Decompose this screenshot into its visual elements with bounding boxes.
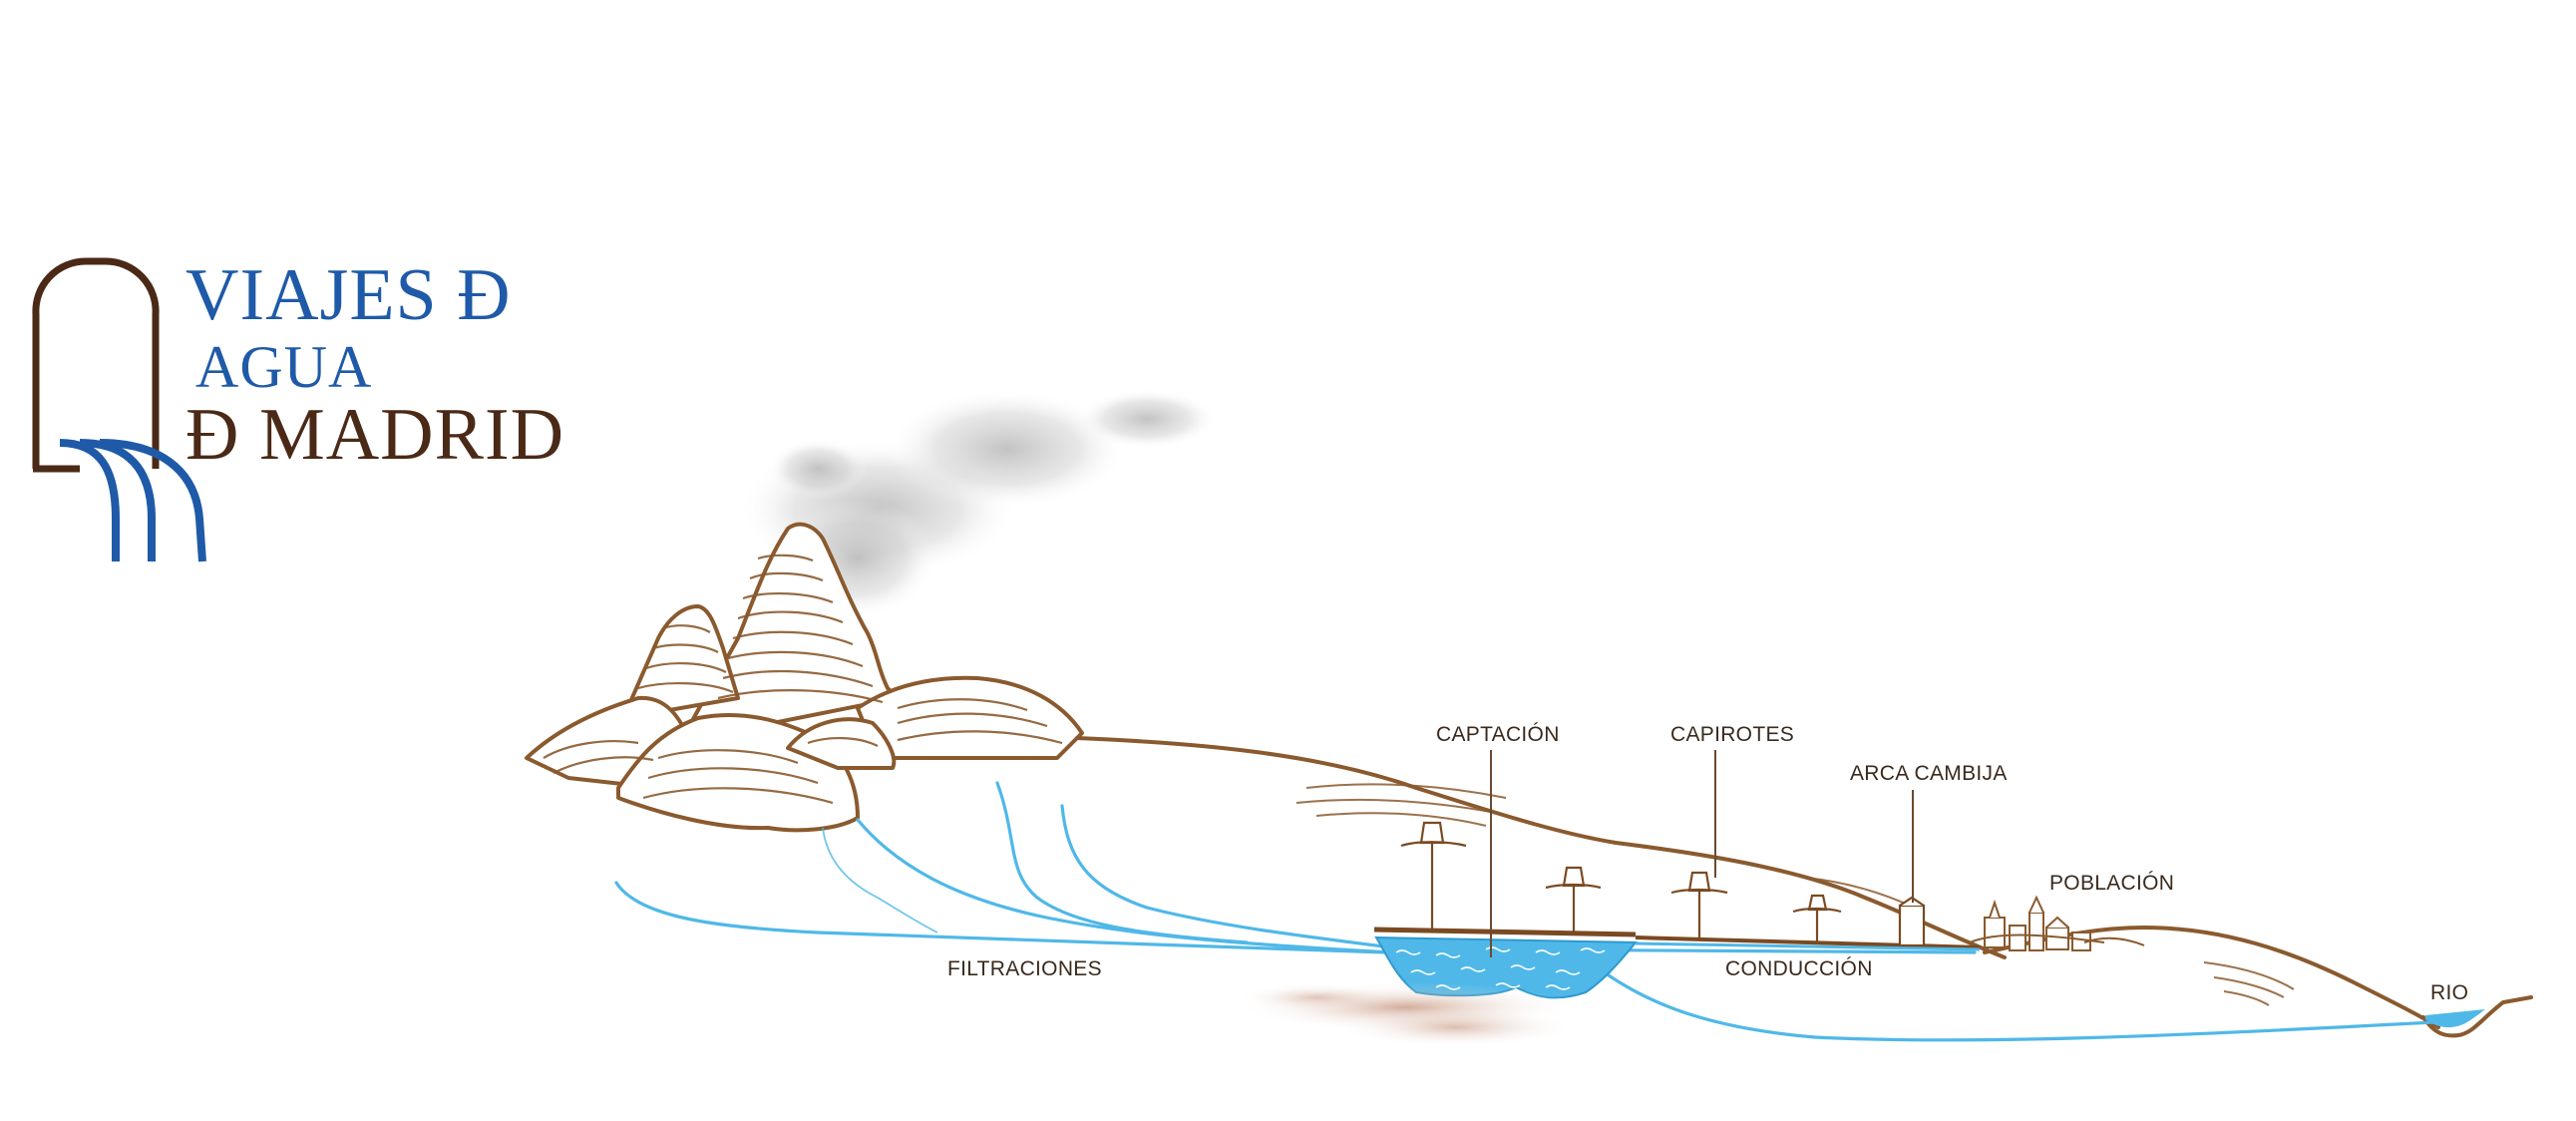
logo: VIAJES Đ AGUA Đ MADRID [32,254,564,562]
arca-cambija-icon [1898,896,1926,947]
mountains-illustration [525,522,1084,833]
label-rio: RIO [2430,981,2468,1004]
capirote-icon [1545,866,1602,934]
label-arca-cambija: ARCA CAMBIJA [1850,762,2008,785]
label-captacion: CAPTACIÓN [1436,723,1560,746]
conduction-water [1635,941,1981,951]
label-conduccion: CONDUCCIÓN [1725,957,1873,980]
label-poblacion: POBLACIÓN [2049,872,2174,895]
capirote-icon [1400,821,1467,930]
filtration-streams [614,781,2435,1042]
town-illustration [1969,895,2145,951]
capirote-icon [1792,894,1842,941]
filtration-streams-thin [822,827,938,934]
river-water [2425,1009,2485,1028]
logo-line-1: VIAJES Đ [185,254,512,336]
label-capirotes: CAPIROTES [1670,723,1794,746]
logo-arch-icon [32,257,160,469]
label-filtraciones: FILTRACIONES [947,957,1102,980]
logo-line-3: Đ MADRID [185,394,564,476]
leader-lines [1490,750,1914,957]
mountain-hatching [543,554,1063,805]
capirotes-shafts [1400,821,1842,941]
diagram-labels: CAPTACIÓN CAPIROTES ARCA CAMBIJA POBLACI… [947,723,2468,1004]
logo-water-icon [59,439,206,562]
gravel-texture [1237,982,1576,1047]
captation-reservoir [1373,927,1639,999]
capirote-icon [1670,871,1728,937]
logo-line-2: AGUA [195,334,372,400]
